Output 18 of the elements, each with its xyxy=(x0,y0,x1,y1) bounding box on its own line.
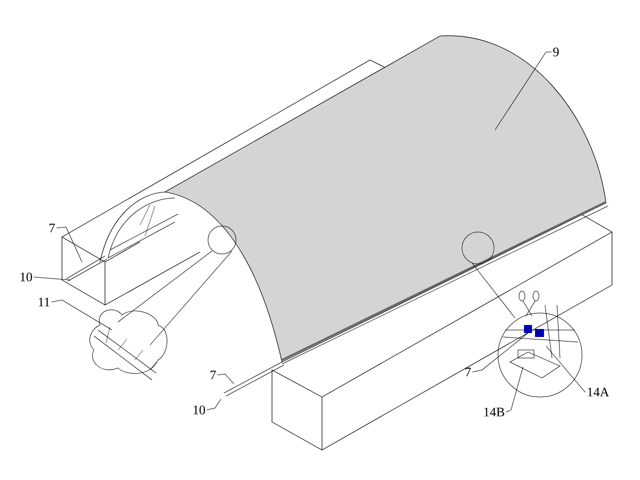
leader-line xyxy=(51,300,112,330)
leader-line xyxy=(33,276,70,280)
callout-number: 10 xyxy=(20,272,32,282)
leader-line xyxy=(494,52,552,130)
callout-number: 14B xyxy=(484,408,504,416)
callout-number: 11 xyxy=(38,298,50,306)
leader-line xyxy=(506,366,524,412)
callout-number: 7 xyxy=(210,370,216,380)
leader-line xyxy=(546,346,586,392)
leader-line xyxy=(217,374,234,384)
callout-number: 7 xyxy=(50,224,55,232)
callout-number: 7 xyxy=(466,368,471,376)
leader-line xyxy=(56,226,82,262)
callout-number: 14A xyxy=(588,388,610,396)
leader-line xyxy=(472,332,528,372)
leader-line xyxy=(206,398,222,410)
callout-number: 10 xyxy=(194,406,205,414)
callout-number: 9 xyxy=(553,48,559,56)
